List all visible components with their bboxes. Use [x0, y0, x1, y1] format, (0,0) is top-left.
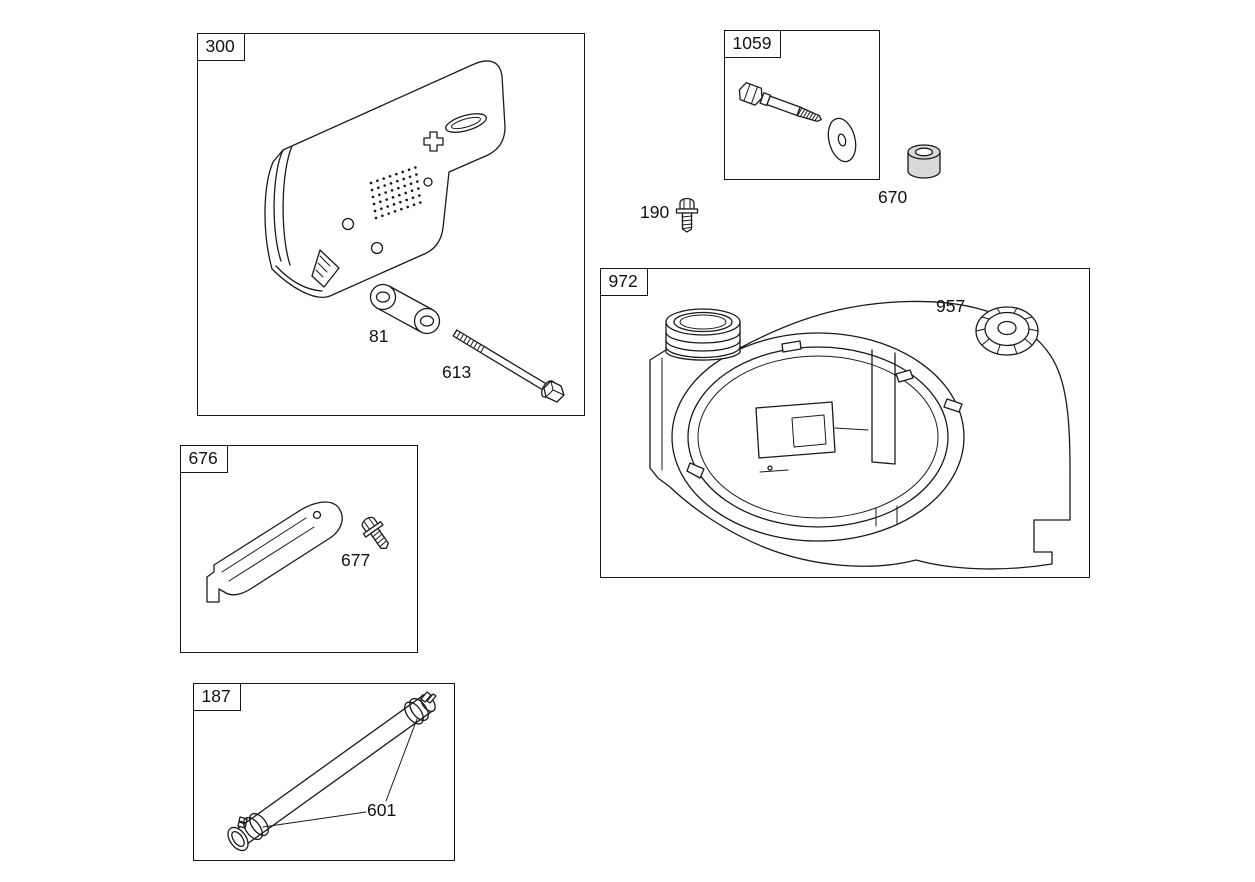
- group-tag-cover: 676: [179, 444, 228, 473]
- group-box-tube: 187: [192, 682, 455, 861]
- group-box-cover: 676: [179, 444, 418, 653]
- fuel-cap-drawing: [975, 306, 1039, 356]
- bolt-613-drawing: [452, 329, 565, 403]
- part-label-601: 601: [367, 800, 397, 820]
- part-label-613: 613: [442, 362, 472, 382]
- washer-drawing: [827, 117, 857, 163]
- leader-line-601: [262, 718, 418, 828]
- part-label-81: 81: [369, 326, 389, 346]
- tube-drawing: [227, 691, 437, 852]
- part-label-677: 677: [341, 550, 371, 570]
- muffler-drawing: [264, 60, 506, 298]
- screw-190-drawing: [675, 197, 699, 233]
- group-box-blower-housing: 972: [599, 267, 1090, 578]
- group-box-shoulder-screw: 1059: [723, 29, 880, 180]
- gasket-drawing: [369, 283, 441, 335]
- group-tag-tube: 187: [192, 682, 241, 711]
- group-box-muffler: 300: [196, 32, 585, 416]
- screw-677-drawing: [361, 516, 389, 549]
- group-tag-muffler: 300: [196, 32, 245, 61]
- part-label-957: 957: [936, 296, 966, 316]
- group-tag-blower-housing: 972: [599, 267, 648, 296]
- cover-drawing: [206, 501, 343, 603]
- shoulder-screw-drawing: [738, 82, 822, 122]
- part-label-670: 670: [878, 187, 908, 207]
- group-tag-shoulder-screw: 1059: [723, 29, 782, 58]
- bushing-drawing: [907, 144, 941, 179]
- blower-housing-drawing: [649, 300, 1071, 570]
- part-label-190: 190: [640, 202, 670, 222]
